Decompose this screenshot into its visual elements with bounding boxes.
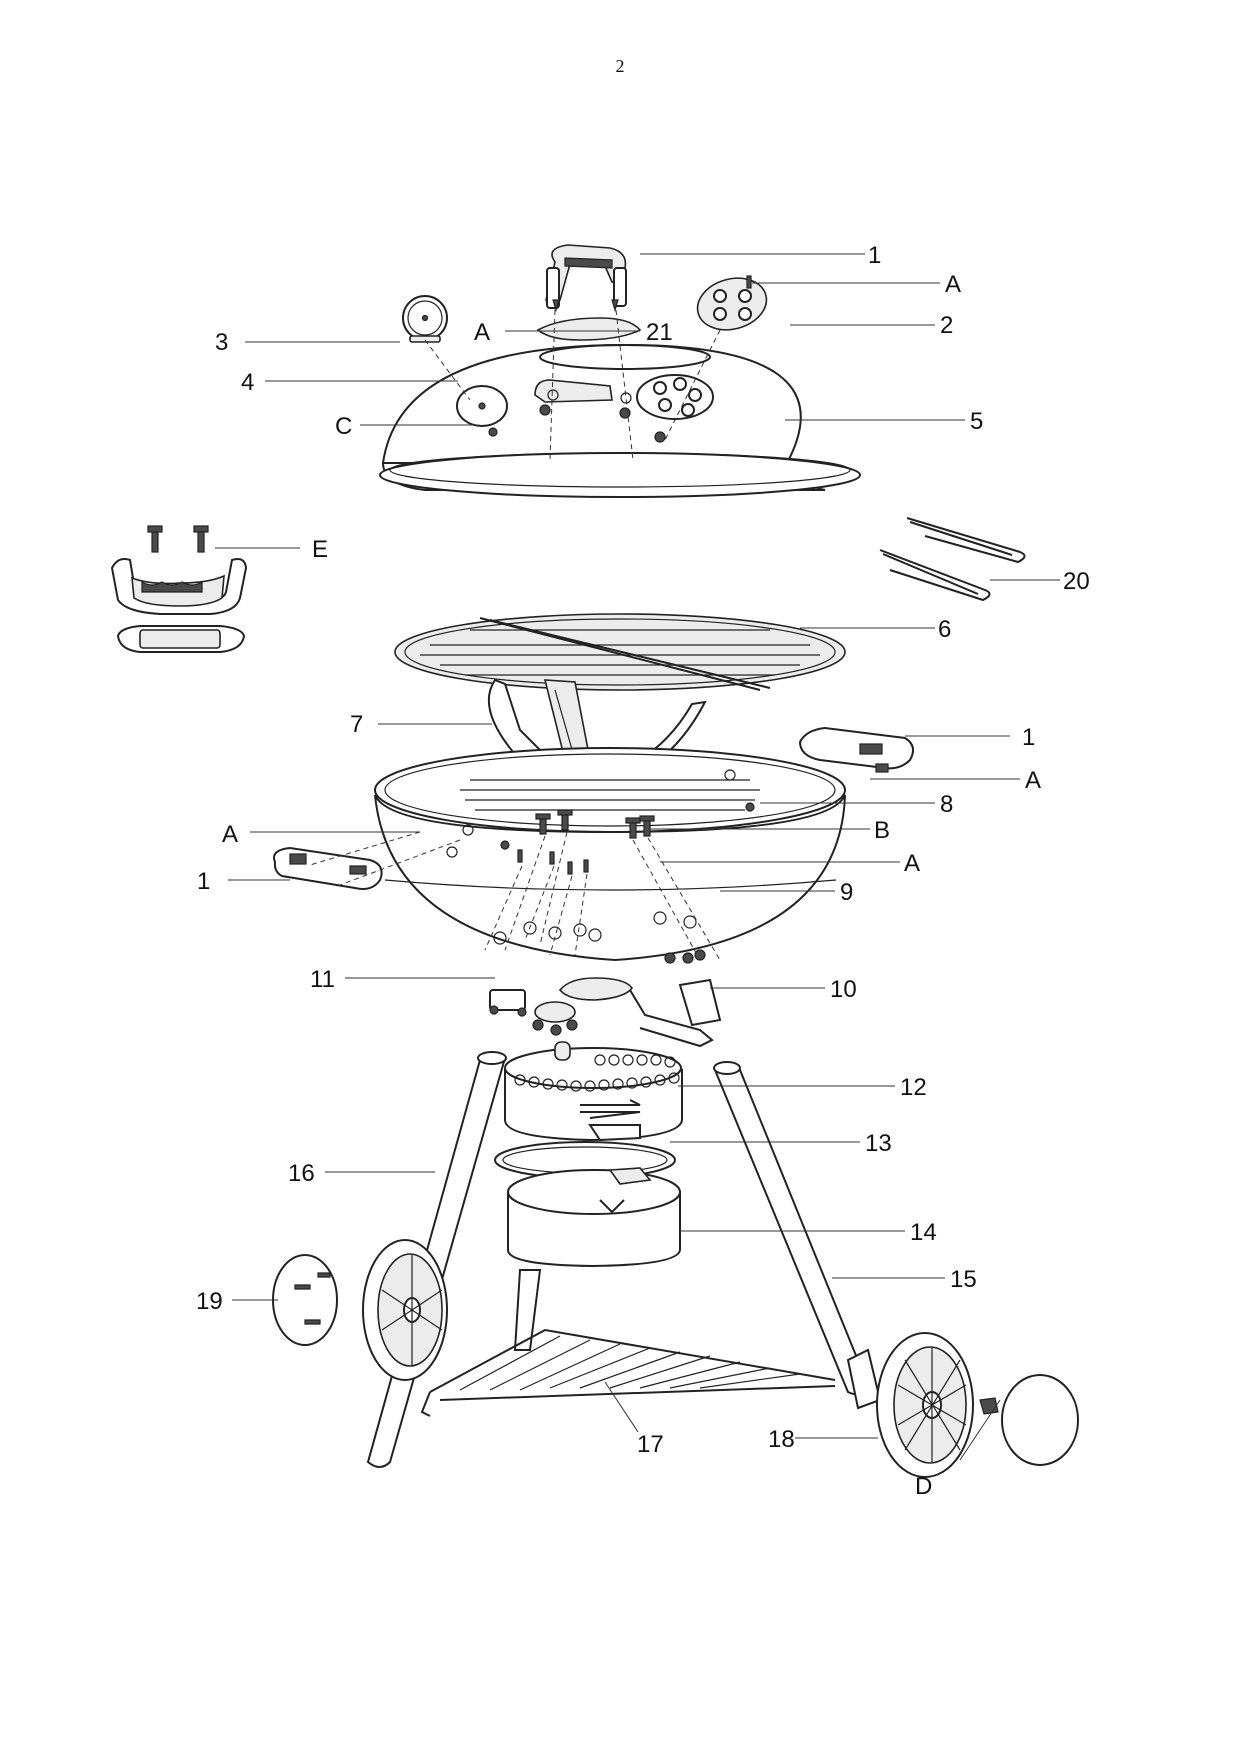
ash-pan-part [507,1167,681,1268]
hubcap-left-part [272,1254,338,1346]
callout-3: 3 [215,329,228,356]
callout-A-left: A [222,821,238,848]
tool-hooks-part [879,517,1026,602]
callout-4: 4 [241,369,254,396]
callout-21: 21 [646,319,673,346]
callout-12: 12 [900,1074,927,1101]
callout-14: 14 [910,1219,937,1246]
callout-1-lid-handle: 1 [868,242,881,269]
callout-18: 18 [768,1426,795,1453]
callout-6: 6 [938,616,951,643]
callout-A-21: A [474,319,490,346]
callout-D: D [915,1473,932,1500]
lid-handle-part [545,244,627,313]
callout-A-mid: A [904,850,920,877]
callout-E: E [312,536,328,563]
bowl-part [374,747,846,962]
callout-1-right: 1 [1022,724,1035,751]
page-number: 2 [615,56,625,76]
side-handle-detail-part [110,525,248,653]
heat-shield-part [536,317,642,341]
callout-5: 5 [970,408,983,435]
cooking-grate-part [394,613,846,691]
callout-A-top: A [945,271,961,298]
callout-1-left: 1 [197,868,210,895]
vent-damper-part [696,275,768,331]
callout-19: 19 [196,1288,223,1315]
callout-16: 16 [288,1160,315,1187]
callout-2: 2 [940,312,953,339]
callout-10: 10 [830,976,857,1003]
callout-13: 13 [865,1130,892,1157]
callout-B: B [874,817,890,844]
lid-part [379,343,861,498]
bowl-bolts-part [517,809,655,875]
leader-lines [215,253,1060,1461]
wheel-left-part [362,1239,448,1381]
bowl-handle-right-part [798,726,915,773]
callout-11: 11 [310,966,335,993]
charcoal-holder-part [504,1041,683,1142]
bottom-rack-part [420,1328,836,1417]
callout-15: 15 [950,1266,977,1293]
callout-17: 17 [637,1431,664,1458]
ash-sweep-part [489,977,714,1048]
callout-labels: 1 A 2 21 A 3 4 C 5 E 20 6 7 1 A 8 A B A … [196,242,1090,1500]
callout-A-right: A [1025,767,1041,794]
callout-C: C [335,413,352,440]
wheel-right-part [876,1332,999,1478]
callout-8: 8 [940,791,953,818]
bowl-handle-left-part [273,846,383,890]
thermometer-part [402,295,448,343]
hubcap-right-part [1001,1374,1079,1466]
leg-bracket-part [664,949,722,1027]
callout-9: 9 [840,879,853,906]
callout-7: 7 [350,711,363,738]
leg-lower-part [513,1269,542,1351]
callout-20: 20 [1063,568,1090,595]
